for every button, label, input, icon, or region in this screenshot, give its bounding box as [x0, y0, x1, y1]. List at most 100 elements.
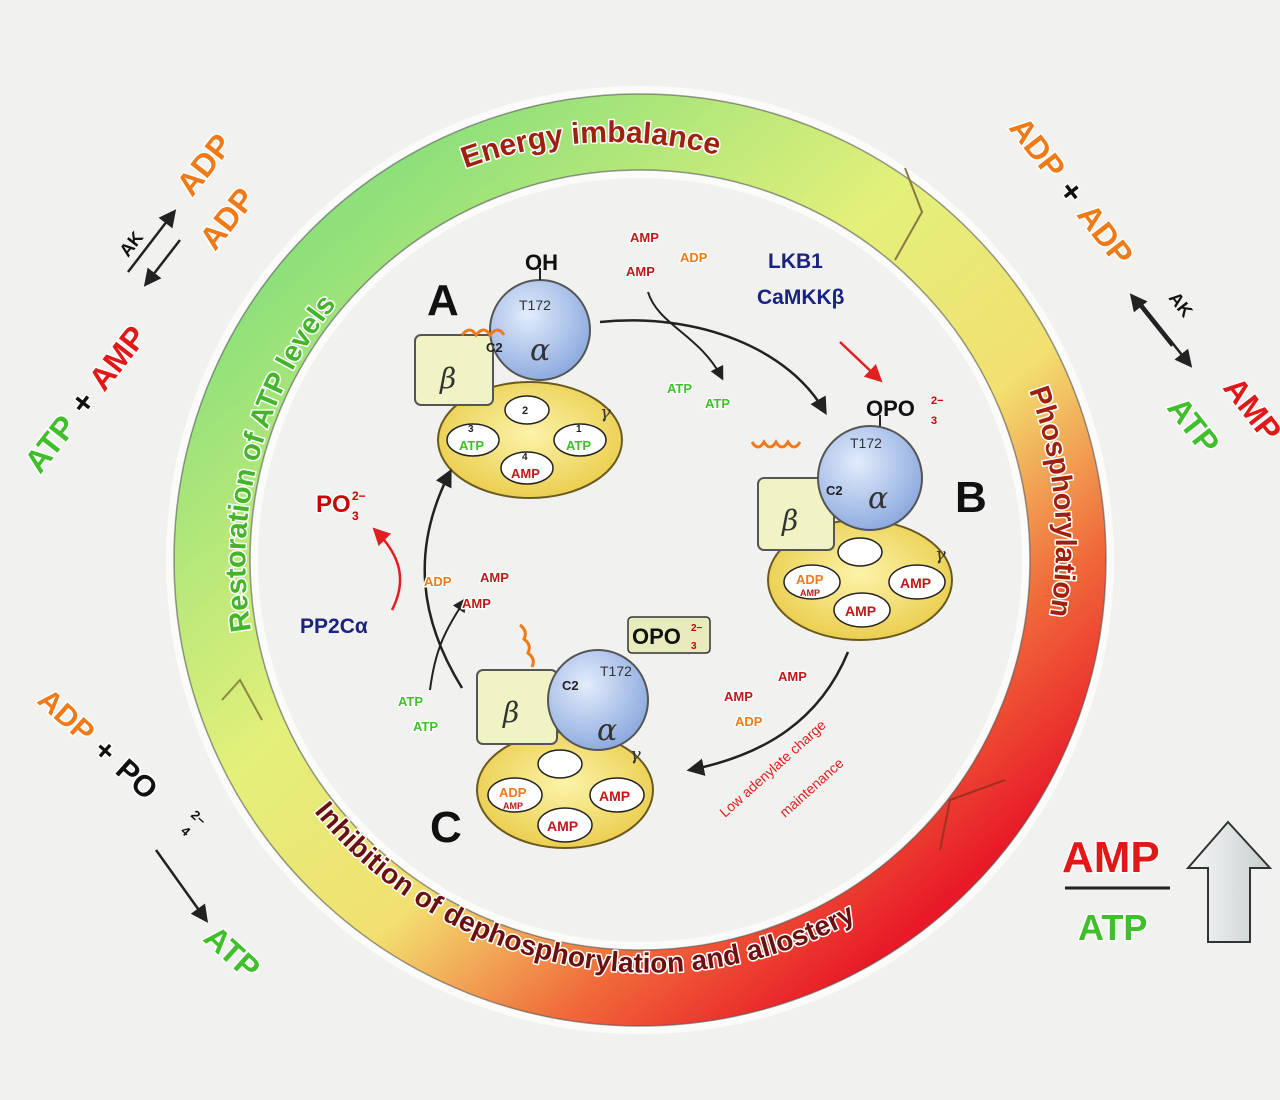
myristoyl-tail — [519, 623, 535, 668]
ak-label: AK — [115, 228, 147, 261]
po3-label: PO — [316, 491, 351, 518]
subscript-label: 3 — [691, 641, 697, 652]
synthesis-arrow — [154, 849, 209, 923]
adp-amp-site — [487, 777, 543, 813]
beta-symbol: β — [781, 504, 798, 537]
gamma-symbol: γ — [600, 402, 611, 423]
low-adenylate-label: Low adenylate charge — [716, 717, 829, 821]
myristoyl-tail — [460, 328, 506, 338]
empty-site — [837, 537, 883, 567]
beta-symbol: β — [502, 696, 519, 729]
hydroxyl-label: OH — [525, 250, 558, 275]
atp-product: ATP — [1160, 390, 1226, 461]
site-2 — [504, 395, 550, 425]
inner-cycle-arrows — [372, 291, 883, 776]
amp-label: AMP — [778, 669, 807, 684]
amp-label: AMP — [626, 264, 655, 279]
atp-product: ATP — [197, 918, 267, 986]
arrow-atp-consumption — [647, 291, 724, 381]
c2-label: C2 — [486, 340, 503, 355]
opo3-label-b: OPO — [866, 396, 915, 421]
amp-bound-small: AMP — [800, 588, 820, 598]
arrow-lkb1-phosphorylation — [839, 341, 883, 383]
c2-label: C2 — [562, 678, 579, 693]
energy-cycle-ring — [166, 86, 1114, 1034]
charge-label: 2− — [352, 489, 366, 503]
atp-bound: ATP — [459, 438, 484, 453]
atp-plus-amp-equation: ATP + AMP — [17, 319, 153, 479]
atp-label: ATP — [667, 381, 692, 396]
site-number: 3 — [468, 424, 474, 435]
ak-label: AK — [1165, 288, 1197, 321]
alpha-subunit — [817, 425, 923, 531]
opo3-label-c: OPO — [632, 624, 681, 649]
arrow-atp-regeneration — [429, 597, 467, 691]
empty-site — [537, 749, 583, 779]
ring-notch — [939, 779, 1006, 851]
ampk-complex-b: OPO 2− 3 T172 C2 α β γ ADP AMP AMP AMP B — [750, 395, 987, 641]
alpha-symbol: α — [868, 481, 888, 516]
subscript-label: 4 — [178, 823, 194, 840]
amp-label: AMP — [724, 689, 753, 704]
arrow-pp2c-dephosphorylation — [372, 527, 402, 611]
charge-label: 2− — [691, 623, 703, 634]
reverse-arrow — [1129, 293, 1173, 347]
reverse-arrow — [143, 239, 181, 287]
site-number: 4 — [522, 452, 528, 463]
atp-label: ATP — [398, 694, 423, 709]
increase-arrow-icon — [1185, 820, 1273, 943]
amp-site — [589, 777, 645, 813]
adp-plus-po4-equation: ADP + PO — [31, 683, 163, 807]
complex-b-label: B — [955, 473, 987, 522]
amp-bound: AMP — [599, 788, 630, 804]
amp-bound: AMP — [547, 818, 578, 834]
adp-plus-adp-equation: ADP + ADP — [1002, 110, 1140, 272]
arrow-b-to-c — [686, 651, 850, 776]
site-4 — [500, 451, 554, 485]
site-1 — [553, 423, 607, 457]
charge-label: 2− — [931, 395, 944, 407]
adp-bound: ADP — [499, 785, 527, 800]
t172-label: T172 — [519, 297, 551, 313]
gamma-symbol: γ — [935, 544, 946, 565]
amp-site — [888, 564, 946, 600]
t172-label: T172 — [600, 663, 632, 679]
beta-symbol: β — [439, 362, 456, 395]
amp-label: AMP — [480, 570, 509, 585]
alpha-symbol: α — [530, 333, 550, 368]
arrow-c-to-a — [423, 468, 464, 689]
pp2c-label: PP2Cα — [300, 615, 368, 638]
amp-label: AMP — [462, 596, 491, 611]
adp-bound: ADP — [796, 572, 824, 587]
t172-label: T172 — [850, 435, 882, 451]
alpha-symbol: α — [597, 713, 617, 748]
myristoyl-tail — [750, 439, 802, 449]
forward-arrow — [127, 209, 177, 273]
site-number: 2 — [522, 405, 528, 417]
amp-label: AMP — [630, 230, 659, 245]
adp-label: ADP — [735, 714, 763, 729]
amp-site — [537, 807, 593, 843]
ampk-complex-a: OH T172 C2 α β γ 2 3 1 4 ATP ATP AMP A — [414, 250, 623, 499]
ring-notch — [894, 167, 924, 261]
gamma-symbol: γ — [630, 744, 641, 765]
atp-label: ATP — [413, 719, 438, 734]
atp-bound: ATP — [566, 438, 591, 453]
arrow-a-to-b — [599, 319, 827, 416]
complex-c-label: C — [430, 803, 462, 852]
amp-bound: AMP — [900, 575, 931, 591]
amp-atp-ratio: AMP ATP — [1061, 820, 1273, 950]
complex-a-label: A — [427, 276, 459, 325]
adp-label: ADP — [680, 250, 708, 265]
c2-label: C2 — [826, 483, 843, 498]
amp-bound: AMP — [511, 466, 540, 481]
camkk-label: CaMKKβ — [757, 286, 845, 309]
alpha-subunit — [547, 649, 649, 751]
adp-amp-site — [783, 564, 841, 600]
ring-notch — [221, 678, 263, 721]
amp-bound: AMP — [845, 603, 876, 619]
ratio-numerator: AMP — [1062, 833, 1160, 882]
amp-bound-small: AMP — [503, 801, 523, 811]
ampk-complex-c: OPO 2− 3 T172 C2 α β γ ADP AMP AMP AMP C — [430, 616, 711, 852]
